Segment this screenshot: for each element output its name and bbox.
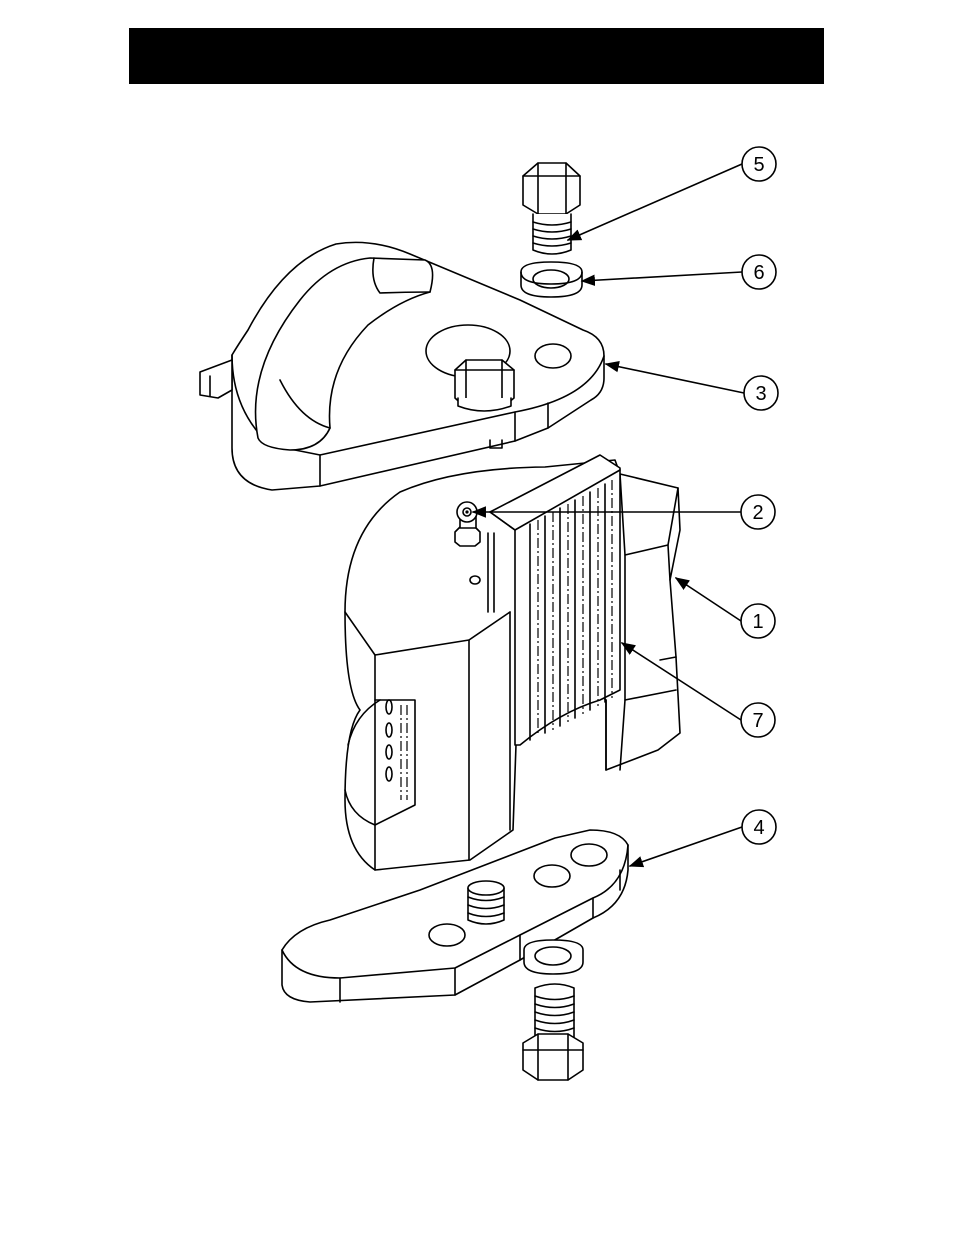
callout-3: 3	[744, 376, 778, 410]
callout-5-label: 5	[753, 154, 764, 176]
callout-4-label: 4	[753, 817, 764, 839]
callout-6: 6	[742, 255, 776, 289]
callout-5: 5	[742, 147, 776, 181]
callout-3-label: 3	[755, 383, 766, 405]
callout-2-label: 2	[752, 502, 763, 524]
callout-1-label: 1	[752, 611, 763, 633]
callout-7-label: 7	[752, 710, 763, 732]
callout-4: 4	[742, 810, 776, 844]
callout-7: 7	[741, 703, 775, 737]
callout-2: 2	[741, 495, 775, 529]
part-6-top-washer	[521, 262, 582, 297]
callout-6-label: 6	[753, 262, 764, 284]
part-5-top-bolt	[523, 163, 580, 254]
callout-1: 1	[741, 604, 775, 638]
bottom-washer-and-bolt	[523, 940, 583, 1080]
